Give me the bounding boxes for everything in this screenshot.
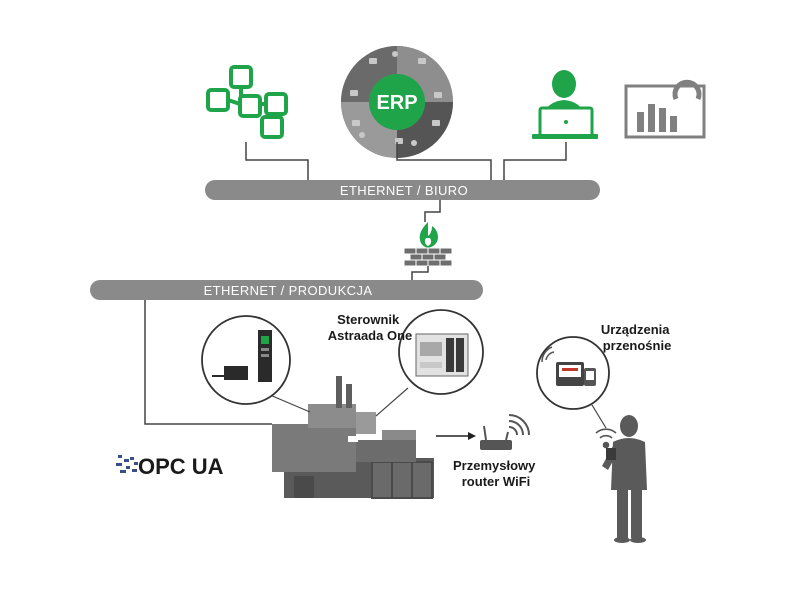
production-connector xyxy=(144,300,272,425)
firewall-connector-bottom xyxy=(411,266,429,280)
firewall-icon xyxy=(403,222,453,267)
controller-callout-label: Sterownik Astraada One xyxy=(328,312,413,343)
erp-label: ERP xyxy=(376,92,417,114)
chart-gauge-icon xyxy=(624,79,706,139)
io-callout-pointer xyxy=(269,394,311,413)
person-icon xyxy=(602,415,647,543)
controller-callout-pointer xyxy=(375,387,409,417)
opc-ua-label: OPC UA xyxy=(138,454,224,479)
user-connector xyxy=(503,142,567,180)
injection-machine xyxy=(272,376,434,499)
mobile-callout-pointer xyxy=(591,404,607,429)
user-laptop-icon xyxy=(532,70,598,139)
office-bus-label: ETHERNET / BIURO xyxy=(340,183,468,198)
erp-ring-icon xyxy=(341,46,453,158)
office-ethernet-bus: ETHERNET / BIURO xyxy=(205,180,600,200)
production-bus-label: ETHERNET / PRODUKCJA xyxy=(204,283,373,298)
wifi-signal-icon xyxy=(595,428,617,449)
io-module-callout xyxy=(201,315,291,405)
erp-connector xyxy=(396,142,492,180)
hierarchy-icon xyxy=(206,65,288,139)
controller-callout xyxy=(398,309,484,395)
mobile-devices-callout xyxy=(536,336,610,410)
mobile-callout-label: Urządzenia przenośnie xyxy=(601,322,673,353)
firewall-connector-top xyxy=(424,200,441,222)
wifi-router-icon xyxy=(480,414,530,450)
router-callout-label: Przemysłowy router WiFi xyxy=(453,458,539,489)
hierarchy-connector xyxy=(245,142,309,180)
opc-ua-logo: OPC UA xyxy=(116,454,224,479)
arrow-head xyxy=(468,432,476,440)
production-ethernet-bus: ETHERNET / PRODUKCJA xyxy=(90,280,483,300)
